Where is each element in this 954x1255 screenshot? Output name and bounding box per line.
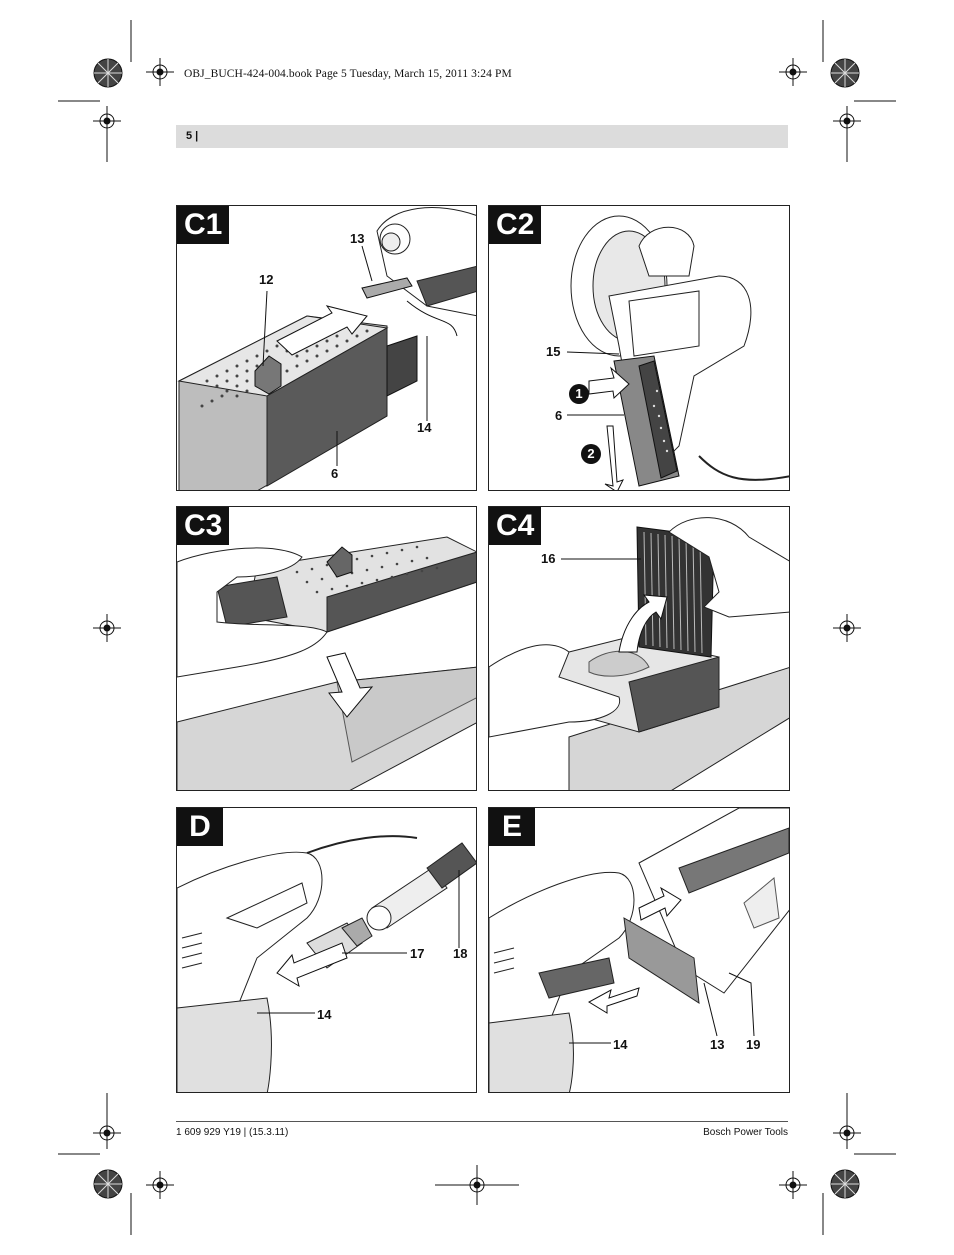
label-13: 13 — [710, 1037, 725, 1052]
footer-rule — [176, 1121, 788, 1122]
panel-c4: C4 16 — [488, 506, 790, 791]
panel-tag: C1 — [177, 206, 230, 244]
panel-e: E 14 13 19 — [488, 807, 790, 1093]
header-bar — [176, 125, 788, 148]
panel-d: D 17 18 14 — [176, 807, 477, 1093]
footer-brand: Bosch Power Tools — [703, 1127, 788, 1138]
label-12: 12 — [259, 272, 274, 287]
c4-illustration — [489, 517, 789, 790]
c2-illustration — [566, 215, 789, 490]
label-6: 6 — [555, 408, 563, 423]
print-info: OBJ_BUCH-424-004.book Page 5 Tuesday, Ma… — [184, 68, 512, 80]
panel-c2: C2 15 6 1 2 — [488, 205, 790, 491]
panel-tag: C4 — [489, 507, 542, 545]
c1-illustration — [177, 207, 476, 490]
label-19: 19 — [746, 1037, 761, 1052]
panel-tag: E — [489, 808, 535, 846]
panel-tag: C3 — [177, 507, 230, 545]
label-16: 16 — [541, 551, 556, 566]
page-number: 5 | — [186, 130, 199, 142]
c3-illustration — [177, 536, 476, 790]
footer-doc-number: 1 609 929 Y19 | (15.3.11) — [176, 1127, 289, 1138]
panel-c1: C1 13 12 14 6 — [176, 205, 477, 491]
panel-tag: C2 — [489, 206, 542, 244]
label-14: 14 — [613, 1037, 628, 1052]
panel-c3: C3 — [176, 506, 477, 791]
label-15: 15 — [546, 344, 561, 359]
step-1-badge: 1 — [569, 384, 589, 404]
panel-tag: D — [177, 808, 223, 846]
e-illustration — [489, 808, 789, 1092]
label-6: 6 — [331, 466, 339, 481]
d-illustration — [177, 835, 476, 1092]
step-2-badge: 2 — [581, 444, 601, 464]
label-14: 14 — [417, 420, 432, 435]
label-13: 13 — [350, 231, 365, 246]
label-18: 18 — [453, 946, 468, 961]
label-14: 14 — [317, 1007, 332, 1022]
label-17: 17 — [410, 946, 425, 961]
